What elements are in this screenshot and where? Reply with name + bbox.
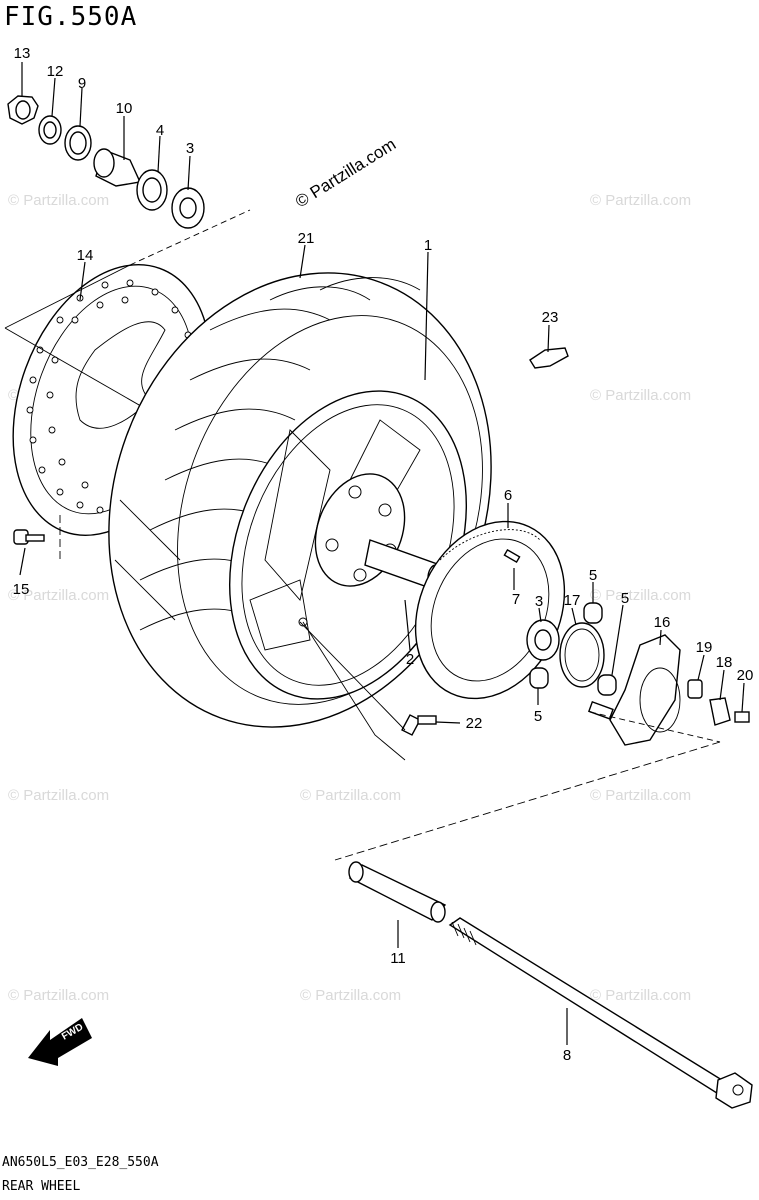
callout-13: 13 [14,45,31,62]
bearing-3-lower [526,619,560,661]
callout-4: 4 [156,122,164,139]
axle-hardware-stack [7,95,205,229]
part-callouts: 13 12 9 10 4 3 14 21 1 23 6 7 3 17 5 5 1… [13,45,754,1064]
callout-2: 2 [406,651,414,668]
watermark: © Partzilla.com [8,192,109,209]
bracket-16 [587,634,681,746]
callout-7: 7 [512,591,520,608]
callout-17: 17 [564,592,581,609]
dampers-5 [529,602,617,696]
part-18 [709,697,731,726]
callout-5a: 5 [589,567,597,584]
watermark: © Partzilla.com [590,587,691,604]
watermark: © Partzilla.com [300,787,401,804]
watermark: © Partzilla.com [300,987,401,1004]
valve-22 [302,621,437,761]
figure-name: REAR WHEEL [2,1179,81,1194]
bolt-15 [13,529,45,545]
collar-11 [348,861,447,923]
callout-8: 8 [563,1047,571,1064]
axle-8 [448,917,753,1109]
watermark: © Partzilla.com [590,387,691,404]
o-ring-17 [559,622,605,688]
callout-1: 1 [424,237,432,254]
callout-22: 22 [466,715,483,732]
callout-23: 23 [542,309,559,326]
callout-18: 18 [716,654,733,671]
balance-weight-23 [529,347,569,369]
callout-3: 3 [186,140,194,157]
watermark: © Partzilla.com [590,192,691,209]
callout-5c: 5 [534,708,542,725]
figure-title: FIG.550A [4,2,138,32]
callout-11: 11 [390,950,406,967]
screw-7 [503,548,521,564]
watermark-main: © Partzilla.com [292,135,399,212]
bolt-20 [734,711,750,723]
callout-9: 9 [78,75,86,92]
callout-16: 16 [654,614,671,631]
fwd-arrow: FWD [28,1018,92,1066]
callout-3b: 3 [535,593,543,610]
watermark: © Partzilla.com [8,587,109,604]
callout-5b: 5 [621,590,629,607]
watermark: © Partzilla.com [8,987,109,1004]
leader-lines [19,62,745,1045]
watermarks: © Partzilla.com © Partzilla.com © Partzi… [8,135,691,1004]
nut-13-hole [15,100,31,120]
callout-10: 10 [116,100,133,117]
part-19 [687,679,703,699]
group-lines [299,621,721,861]
figure-code: AN650L5_E03_E28_550A [2,1155,159,1170]
watermark: © Partzilla.com [590,787,691,804]
callout-21: 21 [298,230,315,247]
callout-6: 6 [504,487,512,504]
watermark: © Partzilla.com [590,987,691,1004]
sensor-parts-18-19-20 [687,679,750,726]
callout-20: 20 [737,667,754,684]
callout-15: 15 [13,581,30,598]
callout-19: 19 [696,639,713,656]
callout-12: 12 [47,63,64,80]
callout-14: 14 [77,247,94,264]
watermark: © Partzilla.com [8,787,109,804]
